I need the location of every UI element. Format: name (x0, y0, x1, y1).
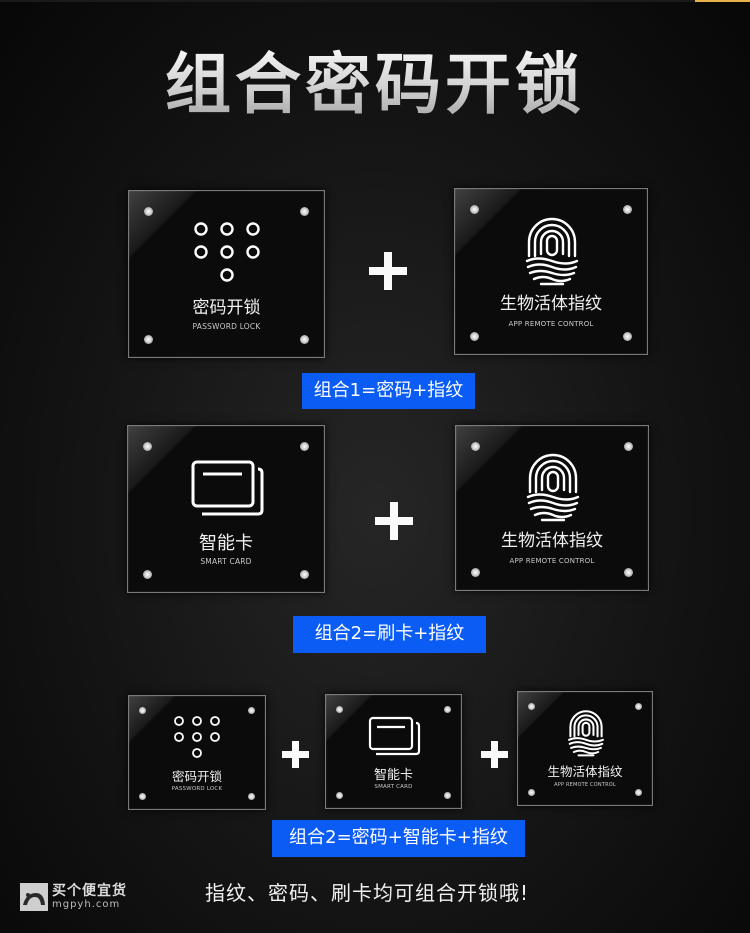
watermark-logo: 买个便宜货 mgpyh.com (20, 883, 127, 911)
plus-operator-icon (481, 741, 508, 768)
screw-icon (300, 570, 309, 579)
screw-icon (143, 442, 152, 451)
footer-caption: 指纹、密码、刷卡均可组合开锁哦! (205, 881, 530, 905)
fingerprint-icon (568, 710, 604, 757)
screw-icon (139, 793, 146, 800)
smart-card-icon (191, 460, 264, 516)
top-accent-bar (695, 0, 750, 2)
top-divider (0, 0, 750, 2)
panel-label-en: APP REMOTE CONTROL (508, 320, 594, 328)
screw-icon (623, 332, 632, 341)
panel-label-cn: 智能卡 (373, 768, 413, 783)
screw-icon (144, 335, 153, 344)
panel-label-cn: 生物活体指纹 (500, 294, 602, 314)
keypad-icon (194, 222, 260, 282)
combo-badge-2: 组合2=刷卡+指纹 (293, 616, 486, 653)
screw-icon (248, 707, 255, 714)
panel-label-cn: 生物活体指纹 (501, 531, 603, 551)
screw-icon (624, 568, 633, 577)
panel-label-en: PASSWORD LOCK (171, 786, 223, 792)
screw-icon (336, 792, 343, 799)
panel-label-cn: 生物活体指纹 (547, 764, 623, 779)
panel-fingerprint: 生物活体指纹 APP REMOTE CONTROL (455, 425, 649, 591)
screw-icon (139, 707, 146, 714)
panel-label-en: APP REMOTE CONTROL (509, 557, 595, 565)
plus-operator-icon (369, 252, 407, 290)
panel-label-cn: 智能卡 (199, 533, 253, 554)
fingerprint-icon (526, 453, 580, 522)
fingerprint-icon (525, 217, 579, 286)
panel-smart-card: 智能卡 SMART CARD (325, 694, 462, 809)
screw-icon (635, 703, 642, 710)
combo-badge-1: 组合1=密码+指纹 (302, 373, 475, 409)
watermark-logo-icon (20, 883, 48, 911)
panel-fingerprint: 生物活体指纹 APP REMOTE CONTROL (454, 188, 648, 355)
screw-icon (300, 335, 309, 344)
screw-icon (336, 706, 343, 713)
screw-icon (143, 570, 152, 579)
screw-icon (144, 207, 153, 216)
screw-icon (300, 207, 309, 216)
panel-label-en: SMART CARD (200, 557, 252, 566)
screw-icon (444, 792, 451, 799)
screw-icon (635, 789, 642, 796)
panel-smart-card: 智能卡 SMART CARD (127, 425, 325, 593)
screw-icon (470, 332, 479, 341)
plus-operator-icon (375, 502, 413, 540)
panel-label-cn: 密码开锁 (192, 298, 261, 318)
screw-icon (528, 789, 535, 796)
screw-icon (471, 568, 480, 577)
keypad-icon (174, 716, 220, 758)
panel-password-lock: 密码开锁 PASSWORD LOCK (128, 190, 325, 358)
watermark-en: mgpyh.com (52, 899, 121, 910)
screw-icon (623, 205, 632, 214)
screw-icon (470, 205, 479, 214)
panel-label-cn: 密码开锁 (171, 769, 222, 784)
screw-icon (248, 793, 255, 800)
watermark-cn: 买个便宜货 (52, 883, 127, 899)
combo-badge-3: 组合2=密码+智能卡+指纹 (272, 820, 525, 857)
plus-operator-icon (282, 741, 309, 768)
panel-label-en: APP REMOTE CONTROL (554, 782, 616, 788)
screw-icon (624, 442, 633, 451)
screw-icon (471, 442, 480, 451)
page-title: 组合密码开锁 (0, 40, 750, 130)
smart-card-icon (368, 716, 421, 756)
panel-fingerprint: 生物活体指纹 APP REMOTE CONTROL (517, 691, 653, 806)
panel-label-en: PASSWORD LOCK (192, 322, 261, 331)
screw-icon (444, 706, 451, 713)
panel-label-en: SMART CARD (374, 784, 413, 790)
panel-password-lock: 密码开锁 PASSWORD LOCK (128, 695, 266, 810)
screw-icon (300, 442, 309, 451)
screw-icon (528, 703, 535, 710)
